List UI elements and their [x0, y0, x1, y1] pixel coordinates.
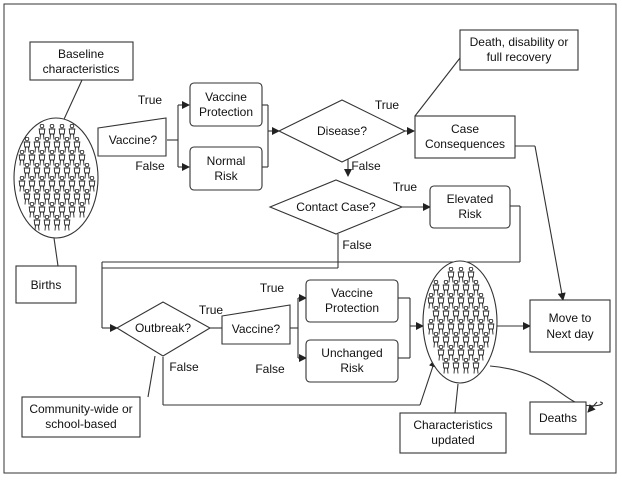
edge-label-true-outbreak: True	[199, 303, 224, 317]
vaccine-bottom-label: Vaccine?	[232, 322, 281, 336]
contact-case-decision	[268, 179, 404, 235]
vaccine-protection-bottom-line1: Vaccine	[331, 286, 373, 300]
death-outcome-box	[459, 29, 579, 71]
death-outcome-line1: Death, disability or	[470, 35, 569, 49]
vaccine-protection-bottom-line2: Protection	[325, 301, 379, 315]
disease-label: Disease?	[317, 124, 367, 138]
edge-label-false-outbreak: False	[169, 360, 199, 374]
edge-label-false-vaccine-bottom: False	[255, 362, 285, 376]
elevated-risk-line1: Elevated	[447, 192, 494, 206]
move-next-day-line1: Move to	[549, 311, 592, 325]
edge-label-true-vaccine-top: True	[138, 93, 163, 107]
vaccine-protection-top-box	[189, 82, 263, 127]
outer-border	[3, 3, 617, 474]
edge-label-true-disease: True	[375, 98, 400, 112]
outbreak-label: Outbreak?	[135, 321, 191, 335]
case-consequences-line2: Consequences	[425, 137, 505, 151]
move-next-day-box	[529, 299, 611, 353]
unchanged-risk-line2: Risk	[340, 361, 364, 375]
contact-case-label: Contact Case?	[296, 200, 376, 214]
births-label: Births	[31, 278, 62, 292]
births-box	[15, 265, 77, 304]
outbreak-decision	[115, 301, 212, 357]
edge-label-false-disease: False	[351, 159, 381, 173]
normal-risk-line2: Risk	[214, 169, 238, 183]
baseline-box	[29, 41, 134, 81]
deaths-label: Deaths	[539, 411, 577, 425]
characteristics-updated-box	[399, 412, 507, 454]
vaccine-protection-bottom-box	[305, 279, 399, 323]
edge-label-false-vaccine-top: False	[135, 159, 165, 173]
unchanged-risk-line1: Unchanged	[321, 346, 382, 360]
updated-population-icon	[422, 260, 498, 384]
edge-label-false-contact: False	[342, 238, 372, 252]
case-consequences-line1: Case	[451, 122, 479, 136]
deaths-box	[529, 401, 587, 435]
characteristics-updated-line2: updated	[431, 433, 474, 447]
edge-label-true-contact: True	[393, 180, 418, 194]
vaccine-protection-top-line2: Protection	[199, 105, 253, 119]
elevated-risk-box	[429, 185, 511, 229]
move-next-day-line2: Next day	[546, 327, 593, 341]
unchanged-risk-box	[305, 339, 399, 383]
vaccine-bottom-node	[221, 304, 291, 345]
initial-population-icon	[13, 117, 99, 239]
normal-risk-box	[189, 146, 263, 191]
normal-risk-line1: Normal	[207, 154, 246, 168]
characteristics-updated-line1: Characteristics	[413, 418, 492, 432]
disease-decision	[277, 99, 407, 163]
vaccine-top-label: Vaccine?	[109, 133, 158, 147]
elevated-risk-line2: Risk	[458, 207, 482, 221]
community-line2: school-based	[45, 417, 116, 431]
baseline-label-line1: Baseline	[58, 47, 104, 61]
edge-label-true-vaccine-bottom: True	[260, 281, 285, 295]
community-line1: Community-wide or	[29, 402, 132, 416]
baseline-label-line2: characteristics	[43, 62, 120, 76]
vaccine-protection-top-line1: Vaccine	[205, 90, 247, 104]
death-outcome-line2: full recovery	[487, 50, 552, 64]
case-consequences-box	[414, 115, 516, 159]
community-box	[21, 396, 141, 438]
vaccine-top-node	[97, 117, 167, 157]
